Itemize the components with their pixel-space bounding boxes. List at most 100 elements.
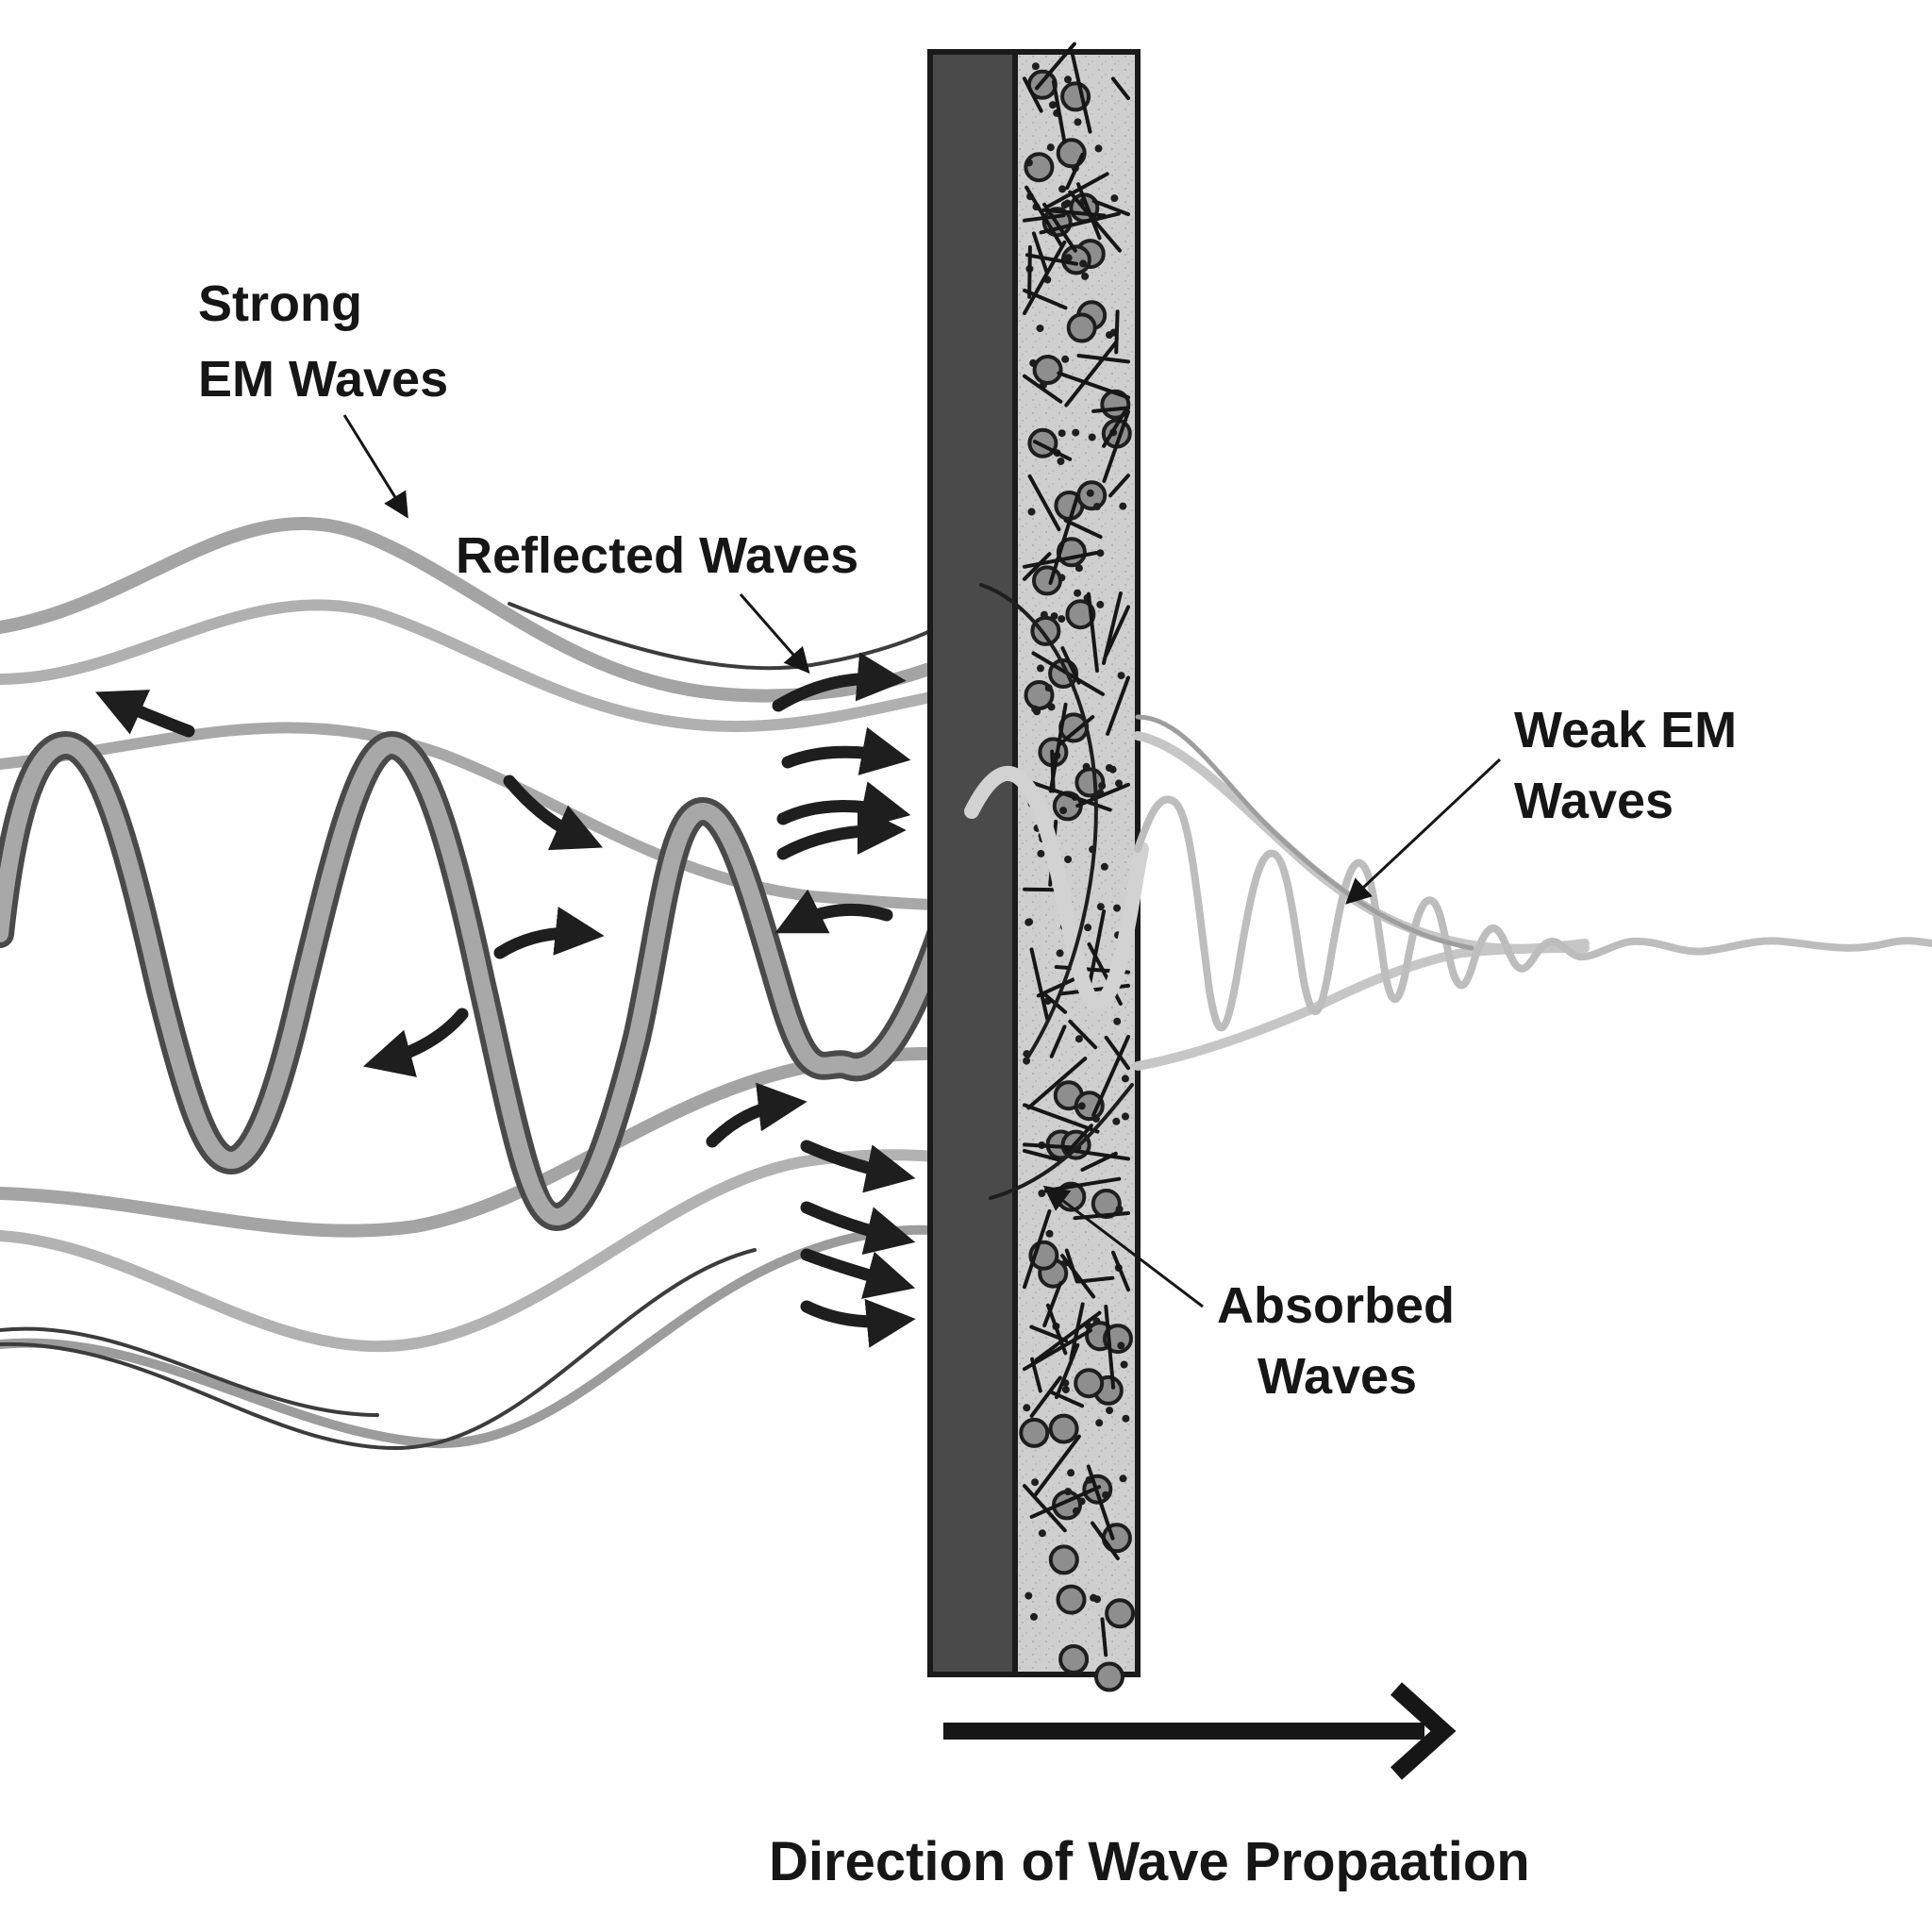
absorber-fiber <box>1069 1302 1085 1361</box>
absorber-dot <box>1029 358 1038 367</box>
absorber-fiber <box>1023 1328 1092 1372</box>
dark-line-bottom <box>0 1248 757 1451</box>
absorber-dot <box>1057 458 1065 465</box>
flow-arrow <box>800 1248 916 1299</box>
absorber-dot <box>1072 1507 1080 1515</box>
absorber-fiber <box>1065 153 1085 191</box>
absorber-fiber <box>1029 1375 1062 1418</box>
absorber-dot <box>1064 254 1073 262</box>
absorber-fiber <box>1110 76 1130 101</box>
absorber-dot <box>1094 144 1103 153</box>
weak-wave-band-top <box>1133 731 1590 954</box>
absorber-fiber <box>1049 1024 1067 1058</box>
absorber-fiber <box>1111 1250 1130 1292</box>
absorber-fiber <box>1023 374 1063 404</box>
flow-arrow <box>503 774 604 851</box>
absorber-fiber <box>1035 42 1076 91</box>
flow-arrow <box>800 1140 916 1193</box>
absorber-dot <box>1108 765 1117 774</box>
absorber-dot <box>1067 1469 1075 1477</box>
absorber-dot <box>1115 1205 1124 1213</box>
absorber-dot <box>1086 489 1094 497</box>
strong-em-wave-highlight <box>0 737 990 1225</box>
absorber-sphere <box>1048 1413 1079 1444</box>
flow-arrow <box>95 690 195 738</box>
absorber-fiber <box>1023 1484 1067 1533</box>
absorber-dot <box>1064 75 1072 84</box>
absorbed-waves-leader <box>1042 1185 1204 1308</box>
absorber-dot <box>1095 1419 1104 1427</box>
absorber-dot <box>1024 158 1033 167</box>
absorber-dot <box>1079 259 1088 268</box>
absorber-dot <box>1036 325 1044 333</box>
absorber-fiber <box>1076 182 1102 241</box>
flow-arrow <box>776 806 907 860</box>
flow-arrow <box>800 1201 916 1255</box>
absorber-fiber <box>1027 474 1061 532</box>
absorber-fiber <box>1045 172 1109 209</box>
absorber-fiber <box>1055 1342 1080 1400</box>
absorber-dot <box>1023 1057 1031 1065</box>
absorber-sphere <box>1024 152 1055 183</box>
absorber-dot <box>1074 564 1083 573</box>
absorber-dot <box>1044 684 1053 692</box>
flow-arrow <box>776 781 911 830</box>
absorber-dot <box>1081 272 1090 280</box>
absorber-dot <box>1098 781 1107 790</box>
absorber-fiber <box>1023 1208 1052 1290</box>
absorber-dot <box>1074 589 1082 597</box>
absorber-dot <box>1088 433 1096 441</box>
absorber-fiber <box>1023 240 1067 315</box>
absorber-dot <box>1050 612 1058 621</box>
callout-lines <box>342 414 1502 1308</box>
direction-arrow-head <box>1390 1682 1457 1780</box>
flow-arrow <box>774 889 893 934</box>
absorber-fiber <box>1102 409 1127 448</box>
absorber-dot <box>1060 201 1069 209</box>
absorber-dot <box>1113 1017 1122 1025</box>
absorber-dot <box>1117 672 1125 680</box>
absorber-fiber <box>1091 406 1130 413</box>
absorber-fiber <box>1063 518 1103 540</box>
absorber-sphere <box>1058 1644 1090 1674</box>
absorber-fiber <box>1029 947 1049 1021</box>
absorber-dot <box>1106 1407 1114 1415</box>
absorber-dot <box>1121 1074 1129 1083</box>
absorber-fiber <box>1086 1464 1115 1541</box>
absorber-fiber <box>1108 474 1130 498</box>
weak-em-waves <box>1133 714 1932 1071</box>
absorber-dot <box>1031 62 1040 71</box>
absorber-fiber <box>1060 646 1081 685</box>
absorber-fiber <box>1041 208 1107 218</box>
absorber-fiber <box>1039 211 1121 235</box>
absorber-dot <box>1119 1474 1127 1483</box>
absorber-fiber <box>1051 79 1067 144</box>
absorber-fiber <box>1050 749 1056 793</box>
reflected-waves-label: Reflected Waves <box>456 527 858 584</box>
absorber-sphere <box>1032 355 1063 385</box>
weak-waves-label-line2: Waves <box>1514 773 1674 829</box>
inside-wave-highlight <box>964 766 1149 1011</box>
absorber-fiber <box>1091 1521 1120 1560</box>
absorber-fiber <box>1029 1485 1102 1519</box>
flow-arrow <box>362 1008 469 1077</box>
absorber-fiber <box>1023 288 1068 310</box>
absorber-dot <box>1084 924 1092 932</box>
absorber-dot <box>1064 1488 1073 1496</box>
absorber-fiber <box>1048 493 1080 585</box>
panel-outer-layer <box>927 49 1018 1677</box>
flow-arrow <box>772 652 907 712</box>
absorber-fiber <box>1060 1254 1096 1299</box>
absorber-fiber <box>1057 371 1130 400</box>
absorber-fiber <box>1102 409 1130 483</box>
absorber-dot <box>1023 1404 1031 1412</box>
absorber-dot <box>1064 856 1073 863</box>
absorber-dot <box>1102 1491 1110 1499</box>
absorber-fiber <box>1034 1434 1081 1496</box>
absorber-dot <box>1061 1386 1070 1394</box>
absorber-fiber <box>1023 887 1061 892</box>
absorber-fiber <box>1087 591 1099 673</box>
absorber-fiber <box>1023 76 1043 113</box>
absorber-fiber <box>1091 199 1130 217</box>
incoming-band-2 <box>0 599 987 733</box>
